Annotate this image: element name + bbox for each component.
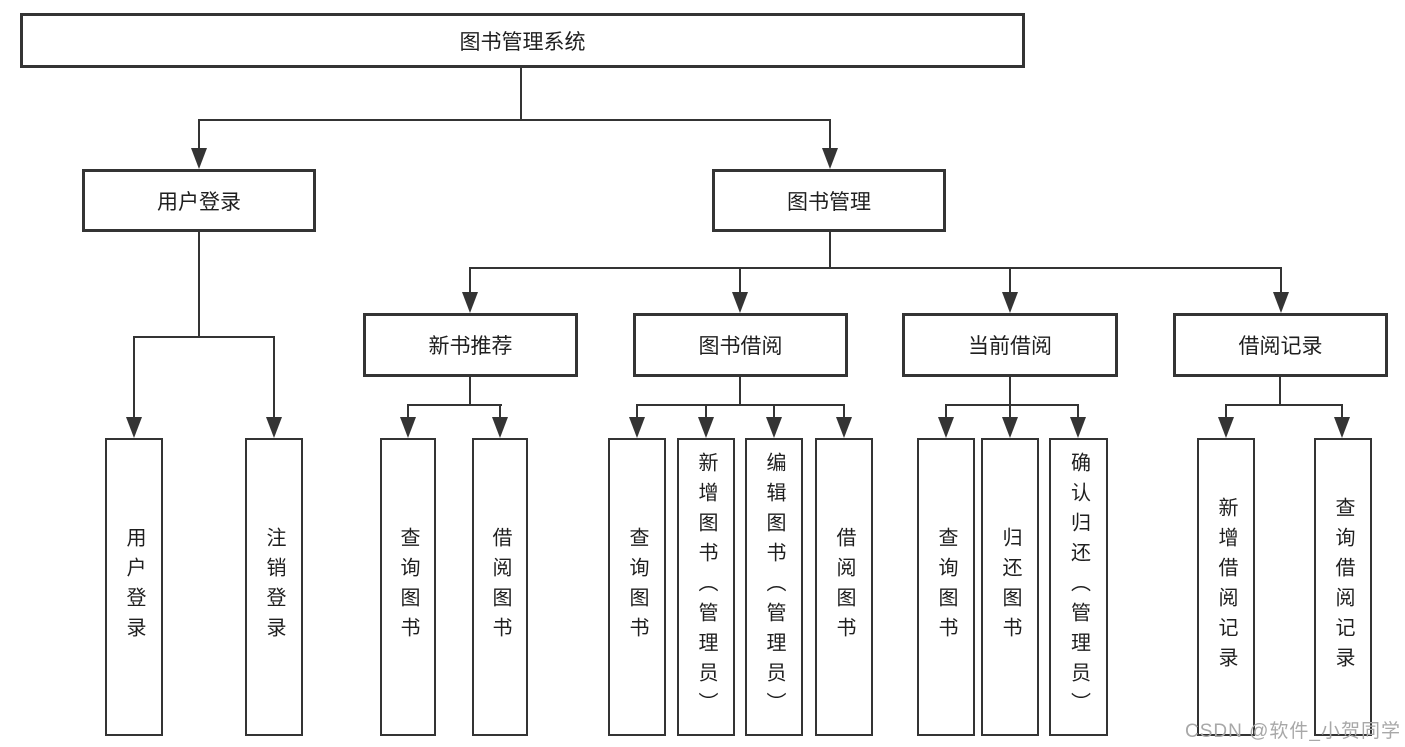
- connector-new-book-stub: [469, 377, 471, 405]
- connector-drop-leaf: [636, 404, 638, 419]
- leaf-query-books-recommend: 查询图书: [380, 438, 436, 736]
- connector-drop-leaf: [843, 404, 845, 419]
- node-user-login: 用户登录: [82, 169, 316, 232]
- leaf-query-books-current: 查询图书: [917, 438, 975, 736]
- connector-borrowing-records-stub: [1279, 377, 1281, 405]
- connector-user-login-hline: [133, 336, 275, 338]
- node-library-system: 图书管理系统: [20, 13, 1025, 68]
- leaf-label: 用户登录: [123, 527, 145, 647]
- node-label: 借阅记录: [1238, 335, 1323, 358]
- connector-book-borrowing-hline: [636, 404, 845, 406]
- connector-current-borrowing-stub: [1009, 377, 1011, 405]
- connector-drop-leaf: [945, 404, 947, 419]
- arrowhead-down: [462, 292, 478, 313]
- connector-root-hline: [198, 119, 831, 121]
- arrowhead-down: [629, 417, 645, 438]
- connector-drop-user-login: [198, 119, 200, 150]
- node-borrowing-records: 借阅记录: [1173, 313, 1388, 377]
- node-label: 图书管理系统: [459, 30, 586, 54]
- leaf-label: 注销登录: [263, 527, 285, 647]
- leaf-label: 归还图书: [999, 527, 1021, 647]
- node-book-borrowing: 图书借阅: [633, 313, 848, 377]
- arrowhead-down: [1218, 417, 1234, 438]
- arrowhead-down: [732, 292, 748, 313]
- leaf-label: 借阅图书: [489, 527, 511, 647]
- leaf-label: 新增图书（管理员）: [695, 452, 717, 722]
- leaf-label: 查询图书: [397, 527, 419, 647]
- arrowhead-down: [400, 417, 416, 438]
- arrowhead-down: [1273, 292, 1289, 313]
- node-label: 新书推荐: [428, 335, 513, 358]
- connector-drop-borrowing-records: [1280, 267, 1282, 295]
- arrowhead-down: [492, 417, 508, 438]
- connector-drop-new-book: [469, 267, 471, 295]
- connector-drop-leaf: [1077, 404, 1079, 419]
- leaf-label: 确认归还（管理员）: [1067, 452, 1090, 722]
- arrowhead-down: [126, 417, 142, 438]
- connector-new-book-hline: [407, 404, 502, 406]
- arrowhead-down: [1002, 417, 1018, 438]
- connector-book-borrowing-stub: [739, 377, 741, 405]
- node-label: 图书借阅: [698, 335, 783, 358]
- leaf-label: 查询借阅记录: [1332, 497, 1354, 677]
- leaf-label: 查询图书: [626, 527, 648, 647]
- arrowhead-down: [938, 417, 954, 438]
- arrowhead-down: [191, 148, 207, 169]
- connector-drop-leaf: [499, 404, 501, 419]
- connector-drop-book-management: [829, 119, 831, 150]
- leaf-return-books: 归还图书: [981, 438, 1039, 736]
- arrowhead-down: [822, 148, 838, 169]
- connector-root-stub: [520, 68, 522, 120]
- leaf-query-books-borrowing: 查询图书: [608, 438, 666, 736]
- node-new-book-recommendation: 新书推荐: [363, 313, 578, 377]
- leaf-label: 编辑图书（管理员）: [763, 452, 785, 722]
- leaf-user-login: 用户登录: [105, 438, 163, 736]
- leaf-borrow-books-recommend: 借阅图书: [472, 438, 528, 736]
- node-label: 图书管理: [787, 190, 871, 214]
- leaf-borrow-books-borrowing: 借阅图书: [815, 438, 873, 736]
- connector-book-management-stub: [829, 232, 831, 269]
- arrowhead-down: [1070, 417, 1086, 438]
- connector-drop-leaf: [133, 336, 135, 420]
- leaf-add-books-admin: 新增图书（管理员）: [677, 438, 735, 736]
- arrowhead-down: [266, 417, 282, 438]
- leaf-logout: 注销登录: [245, 438, 303, 736]
- arrowhead-down: [698, 417, 714, 438]
- connector-drop-current-borrowing: [1009, 267, 1011, 295]
- watermark: CSDN @软件_小贺同学: [1185, 721, 1401, 742]
- node-current-borrowing: 当前借阅: [902, 313, 1118, 377]
- connector-current-borrowing-hline: [945, 404, 1079, 406]
- arrowhead-down: [1334, 417, 1350, 438]
- connector-book-management-hline: [469, 267, 1282, 269]
- arrowhead-down: [766, 417, 782, 438]
- connector-drop-leaf: [407, 404, 409, 419]
- arrowhead-down: [836, 417, 852, 438]
- leaf-edit-books-admin: 编辑图书（管理员）: [745, 438, 803, 736]
- connector-borrowing-records-hline: [1225, 404, 1343, 406]
- leaf-add-borrow-record: 新增借阅记录: [1197, 438, 1255, 736]
- leaf-label: 查询图书: [935, 527, 957, 647]
- node-book-management: 图书管理: [712, 169, 946, 232]
- node-label: 用户登录: [157, 190, 241, 214]
- connector-drop-leaf: [1009, 404, 1011, 419]
- connector-drop-leaf: [705, 404, 707, 419]
- connector-drop-leaf: [273, 336, 275, 420]
- leaf-label: 借阅图书: [833, 527, 855, 647]
- connector-drop-leaf: [1341, 404, 1343, 419]
- connector-drop-leaf: [1225, 404, 1227, 419]
- leaf-query-borrow-record: 查询借阅记录: [1314, 438, 1372, 736]
- node-label: 当前借阅: [968, 335, 1052, 358]
- connector-drop-leaf: [773, 404, 775, 419]
- leaf-label: 新增借阅记录: [1215, 497, 1237, 677]
- arrowhead-down: [1002, 292, 1018, 313]
- connector-drop-book-borrowing: [739, 267, 741, 295]
- connector-user-login-stub: [198, 232, 200, 338]
- leaf-confirm-return-admin: 确认归还（管理员）: [1049, 438, 1108, 736]
